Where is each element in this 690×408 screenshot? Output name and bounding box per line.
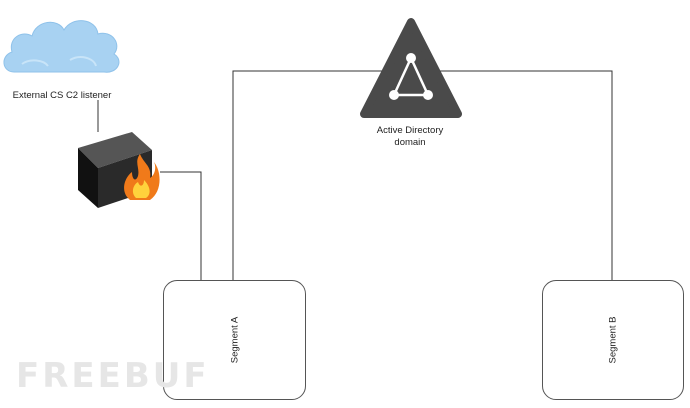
connectors <box>97 70 613 281</box>
segment-b-box: Segment B <box>542 280 684 400</box>
segment-a-label: Segment A <box>229 316 240 364</box>
domain-label-line1: Active Directory <box>376 125 444 136</box>
watermark: FREEBUF <box>16 356 210 396</box>
domain-label: Active Directory domain <box>345 125 475 149</box>
cloud-icon <box>3 20 120 73</box>
firewall-segment-a-link <box>160 171 202 281</box>
active-directory-icon <box>360 18 462 118</box>
cloud-label: External CS C2 listener <box>12 90 112 101</box>
segment-a-box: Segment A <box>163 280 306 400</box>
domain-label-line2: domain <box>394 137 426 148</box>
firewall-icon <box>78 132 160 208</box>
segment-b-label: Segment B <box>607 316 619 364</box>
